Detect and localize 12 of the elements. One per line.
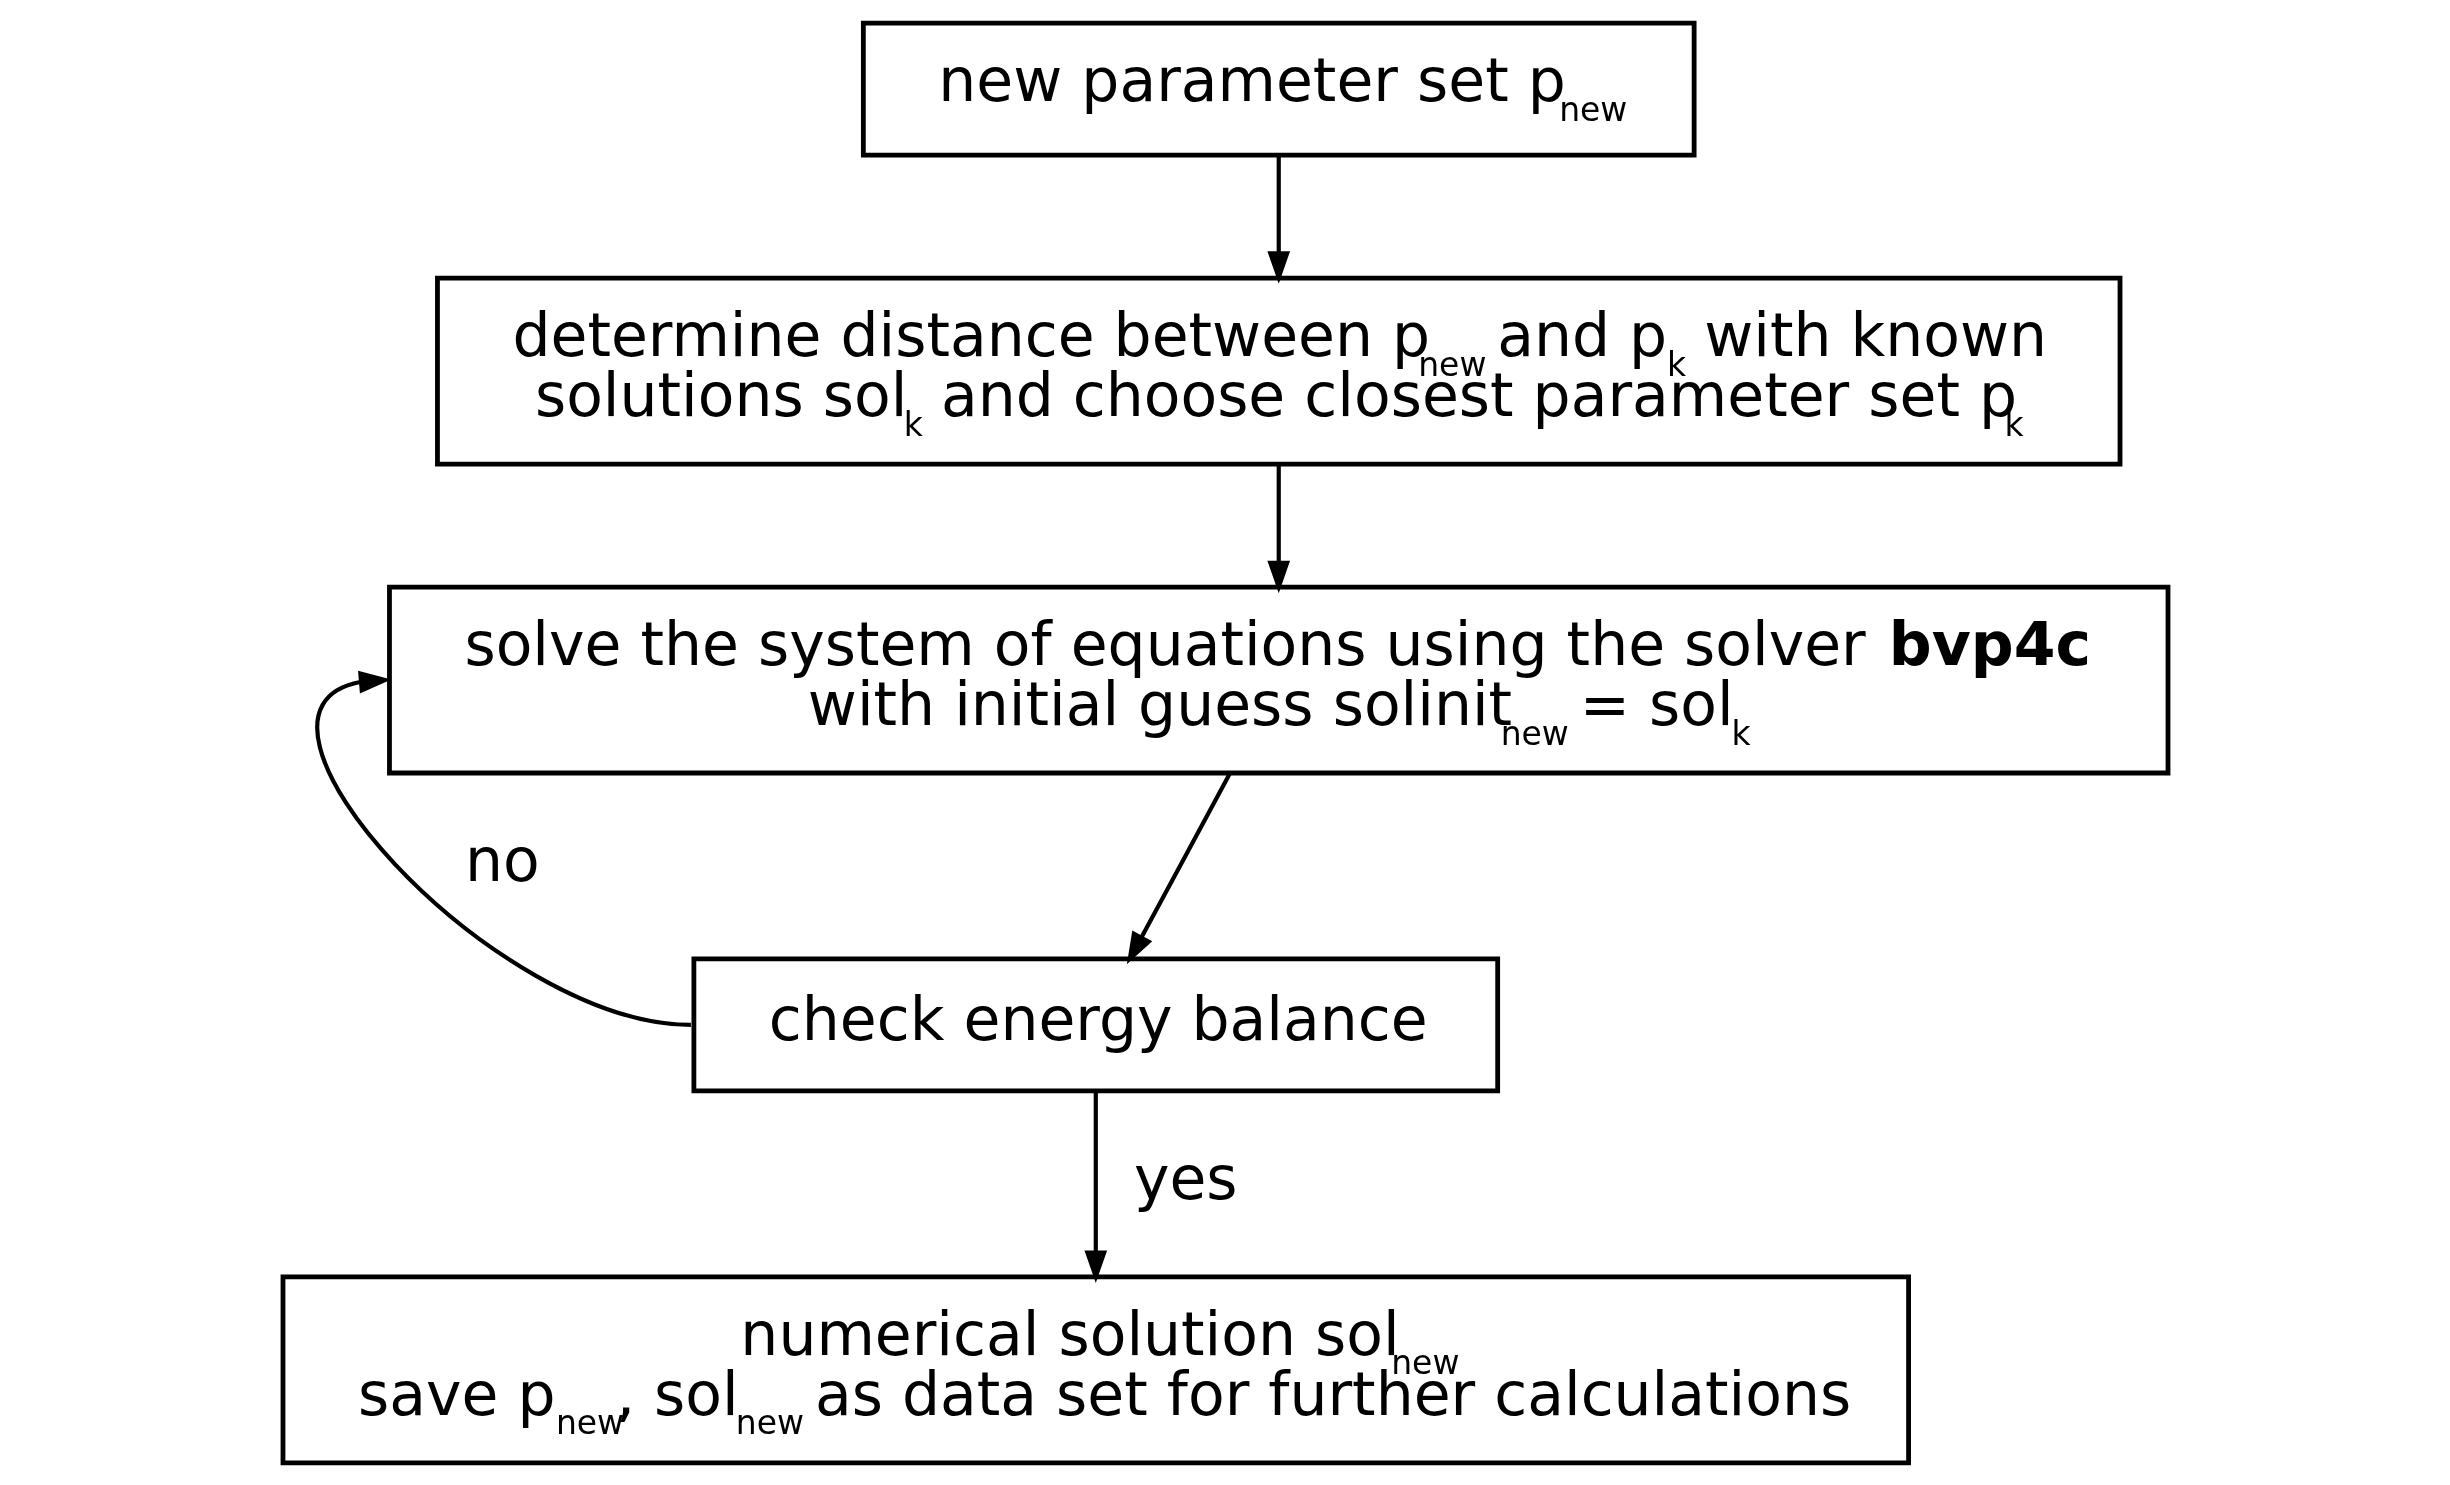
node-box: check energy balance xyxy=(691,956,1500,1093)
node-box: new parameter set p$_{new}$ xyxy=(860,20,1697,158)
arrow xyxy=(315,670,691,1027)
node-box: solve the system of equations using the solver bvp4c with initial guess solinit$_{new}$ = sol$_{k}$ xyxy=(386,584,2170,775)
arrow xyxy=(1083,1091,1107,1283)
node-box: determine distance between p$_{new}$ and p$_{k}$ with known solutions sol$_{k}$ and choose closest parameter set p$_{k}$ xyxy=(434,275,2122,466)
arrow xyxy=(1266,463,1290,593)
arrow xyxy=(1266,155,1290,284)
node-box: numerical solution sol$_{new}$ save p$_{new}$, sol$_{new}$ as data set for further calculations xyxy=(280,1273,1911,1465)
arrow xyxy=(1126,772,1232,964)
edge-label: yes xyxy=(1133,1142,1238,1213)
edge-label: no xyxy=(464,824,540,895)
